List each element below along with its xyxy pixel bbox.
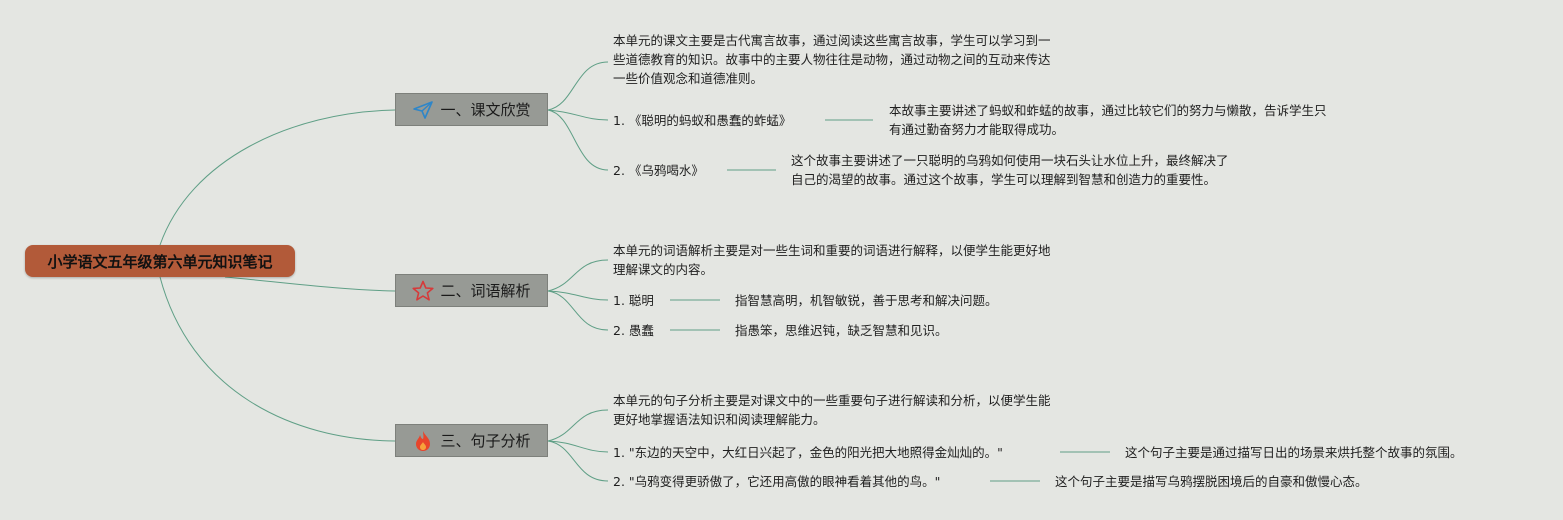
root-to-branch-3-link xyxy=(159,276,396,442)
branch-2-intro-link xyxy=(547,259,609,292)
fire-icon xyxy=(412,430,434,452)
branch-3-intro-link xyxy=(547,409,609,442)
branch-2-item-2-label[interactable]: 2. 愚蠢 xyxy=(613,323,654,338)
paper-plane-icon xyxy=(412,99,434,121)
branch-3-topic[interactable]: 三、句子分析 xyxy=(395,424,548,457)
root-to-branch-2-link xyxy=(224,276,396,292)
branch-2-item-1-label[interactable]: 1. 聪明 xyxy=(613,293,654,308)
branch-1-item-1-label[interactable]: 1. 《聪明的蚂蚁和愚蠢的蚱蜢》 xyxy=(613,113,792,128)
branch-1-item-2-link xyxy=(547,109,609,171)
branch-3-item-1-link xyxy=(547,440,609,453)
branch-3-item-1-detail: 这个句子主要是通过描写日出的场景来烘托整个故事的氛围。 xyxy=(1125,445,1463,460)
branch-2-label: 二、词语解析 xyxy=(440,282,531,300)
branch-1-label: 一、课文欣赏 xyxy=(440,101,531,119)
branch-2-item-1-detail: 指智慧高明，机智敏锐，善于思考和解决问题。 xyxy=(735,293,998,308)
branch-3-item-1-label[interactable]: 1. "东边的天空中，大红日兴起了，金色的阳光把大地照得金灿灿的。" xyxy=(613,445,1003,460)
branch-1-topic[interactable]: 一、课文欣赏 xyxy=(395,93,548,126)
star-icon xyxy=(412,280,435,302)
root-topic-label: 小学语文五年级第六单元知识笔记 xyxy=(47,252,273,271)
branch-2-item-2-detail: 指愚笨，思维迟钝，缺乏智慧和见识。 xyxy=(735,323,948,338)
branch-1-item-2-detail: 这个故事主要讲述了一只聪明的乌鸦如何使用一块石头让水位上升，最终解决了 自己的渴… xyxy=(791,153,1229,187)
branch-1-item-2-label[interactable]: 2. 《乌鸦喝水》 xyxy=(613,163,704,178)
branch-2-item-1-link xyxy=(547,290,609,301)
branch-1-item-1-detail: 本故事主要讲述了蚂蚁和蚱蜢的故事，通过比较它们的努力与懒散，告诉学生只 有通过勤… xyxy=(889,103,1327,137)
branch-3-label: 三、句子分析 xyxy=(440,432,531,450)
branch-3-item-2-detail: 这个句子主要是描写乌鸦摆脱困境后的自豪和傲慢心态。 xyxy=(1055,474,1368,489)
branch-3-item-2-label[interactable]: 2. "乌鸦变得更骄傲了，它还用高傲的眼神看着其他的鸟。" xyxy=(613,474,941,489)
branch-1-item-1-link xyxy=(547,109,609,121)
branch-2-topic[interactable]: 二、词语解析 xyxy=(395,274,548,307)
root-topic[interactable]: 小学语文五年级第六单元知识笔记 xyxy=(25,245,295,277)
root-to-branch-1-link xyxy=(159,109,396,246)
branch-1-intro: 本单元的课文主要是古代寓言故事，通过阅读这些寓言故事，学生可以学习到一 些道德教… xyxy=(613,33,1051,86)
branch-3-intro: 本单元的句子分析主要是对课文中的一些重要句子进行解读和分析，以便学生能 更好地掌… xyxy=(613,393,1051,427)
branch-2-item-2-link xyxy=(547,290,609,331)
branch-1-intro-link xyxy=(547,61,609,111)
branch-2-intro: 本单元的词语解析主要是对一些生词和重要的词语进行解释，以便学生能更好地 理解课文… xyxy=(613,243,1051,277)
branch-3-item-2-link xyxy=(547,440,609,482)
